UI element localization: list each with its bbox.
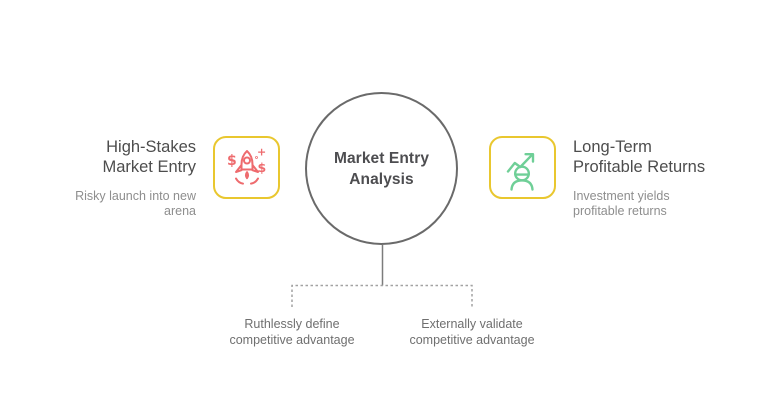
right-title-line2: Profitable Returns [573, 158, 706, 176]
left-branch-text: High-Stakes Market Entry Risky launch in… [14, 137, 196, 219]
plus-sign: + [257, 145, 266, 158]
center-title-line1: Market Entry [333, 149, 430, 167]
center-node-title: Market Entry Analysis [334, 148, 429, 190]
dollar-sign-right: $ [257, 160, 266, 175]
person-growth-arrow-icon [506, 152, 534, 191]
right-subtitle-line2: profitable returns [573, 204, 667, 218]
bottom-right-line2: competitive advantage [409, 333, 535, 347]
rocket-dollar-icon: $ $ + [227, 145, 266, 185]
bottom-left-line2: competitive advantage [229, 333, 355, 347]
rocket-glyph [234, 149, 259, 185]
left-title-line1: High-Stakes [106, 138, 196, 156]
left-title-line2: Market Entry [102, 158, 196, 176]
bottom-left-line1: Ruthlessly define [244, 317, 340, 331]
right-branch-subtitle: Investment yields profitable returns [573, 189, 755, 219]
center-title-line2: Analysis [349, 170, 414, 188]
rocket-icon-box: $ $ + [213, 136, 280, 199]
right-branch-text: Long-Term Profitable Returns Investment … [573, 137, 755, 219]
bottom-label-right: Externally validate competitive advantag… [362, 316, 582, 348]
growth-icon-box [489, 136, 556, 199]
right-branch-title: Long-Term Profitable Returns [573, 137, 755, 177]
center-node: Market Entry Analysis [305, 92, 458, 245]
right-title-line1: Long-Term [573, 138, 652, 156]
branch-connector [291, 245, 473, 307]
left-subtitle-line1: Risky launch into new [75, 189, 196, 203]
left-branch-subtitle: Risky launch into new arena [14, 189, 196, 219]
bottom-right-line1: Externally validate [421, 317, 523, 331]
bottom-label-left: Ruthlessly define competitive advantage [182, 316, 402, 348]
dollar-sign-left: $ [227, 153, 237, 169]
right-subtitle-line1: Investment yields [573, 189, 670, 203]
left-subtitle-line2: arena [164, 204, 196, 218]
connector-fork [291, 284, 473, 307]
rocket-icon-symbols: $ $ + [227, 145, 266, 175]
person-growth-glyph [506, 152, 534, 191]
left-branch-title: High-Stakes Market Entry [14, 137, 196, 177]
